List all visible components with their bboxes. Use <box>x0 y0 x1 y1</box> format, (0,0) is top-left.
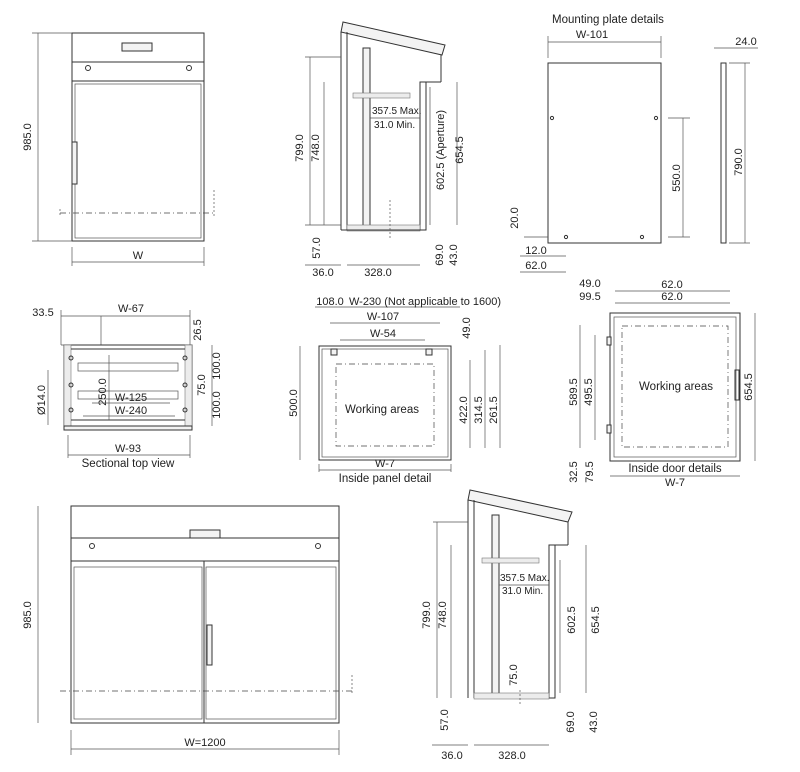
inside-door-details: 49.0 99.5 62.0 62.0 Working areas 589.5 … <box>568 278 756 489</box>
dim-24-label: 24.0 <box>735 36 756 48</box>
dim-328b-label: 328.0 <box>498 750 526 762</box>
dim-62b-label: 62.0 <box>661 291 682 303</box>
dim-985b-label: 985.0 <box>22 601 34 629</box>
dim-49-label: 49.0 <box>461 317 473 338</box>
dim-654b-label: 654.5 <box>743 373 755 401</box>
dim-799-label: 799.0 <box>294 134 306 162</box>
dim-500-label: 500.0 <box>288 389 300 417</box>
dim-26-label: 26.5 <box>192 319 204 340</box>
dim-33-label: 33.5 <box>32 307 53 319</box>
dim-748-label: 748.0 <box>310 134 322 162</box>
mounting-plate-title: Mounting plate details <box>552 14 664 26</box>
dim-602b-label: 602.5 <box>566 606 578 634</box>
dim-654c-label: 654.5 <box>590 606 602 634</box>
dim-w-label: W <box>133 250 144 262</box>
dim-100a-label: 100.0 <box>211 352 223 380</box>
dim-790-label: 790.0 <box>733 148 745 176</box>
dim-422-label: 422.0 <box>458 396 470 424</box>
dim-589-label: 589.5 <box>568 378 580 406</box>
dim-w93-label: W-93 <box>115 443 141 455</box>
working-areas-panel: Working areas <box>345 404 419 416</box>
dim-w107-label: W-107 <box>367 311 399 323</box>
dim-250-label: 250.0 <box>97 378 109 406</box>
dim-75-label: 75.0 <box>508 664 520 685</box>
inside-panel-detail: 108.0 W-230 (Not applicable to 1600) W-1… <box>288 296 501 485</box>
side-section-bottom: 799.0 748.0 357.5 Max. 31.0 Min. 602.5 6… <box>421 489 602 762</box>
dim-49b-label: 49.0 <box>579 278 600 290</box>
dim-79-label: 79.5 <box>584 461 596 482</box>
dim-748b-label: 748.0 <box>437 601 449 629</box>
dim-99-label: 99.5 <box>579 291 600 303</box>
dim-w7b-label: W-7 <box>665 477 685 489</box>
dim-w67-label: W-67 <box>118 303 144 315</box>
dim-495-label: 495.5 <box>583 378 595 406</box>
dim-69b-label: 69.0 <box>565 711 577 732</box>
mounting-plate-details: Mounting plate details W-101 550.0 24.0 … <box>509 14 758 273</box>
dim-550-label: 550.0 <box>671 164 683 192</box>
dim-w125-label: W-125 <box>115 392 147 404</box>
dim-57-label: 57.0 <box>311 237 323 258</box>
dim-108-label: 108.0 <box>316 296 344 308</box>
side-section-top: 799.0 748.0 357.5 Max. 31.0 Min. 602.5 (… <box>294 21 466 279</box>
front-view-top: 985.0 W <box>22 32 215 266</box>
dim-357b-label: 357.5 Max. <box>500 573 549 584</box>
aperture-label: 602.5 (Aperture) <box>435 110 447 190</box>
dim-20-label: 20.0 <box>509 207 521 228</box>
dim-62-label: 62.0 <box>525 260 546 272</box>
dim-w7a-label: W-7 <box>375 458 395 470</box>
inside-door-title: Inside door details <box>628 463 722 475</box>
dim-31-label: 31.0 Min. <box>374 120 415 131</box>
dim-w1200-label: W=1200 <box>184 737 225 749</box>
front-view-bottom: 985.0 W=1200 <box>22 505 353 755</box>
dim-261-label: 261.5 <box>488 396 500 424</box>
dim-31b-label: 31.0 Min. <box>502 586 543 597</box>
inside-panel-title: Inside panel detail <box>339 473 432 485</box>
dim-357-label: 357.5 Max. <box>372 106 421 117</box>
sectional-top-view: 33.5 W-67 26.5 Ø14.0 250.0 W-125 W-240 7… <box>32 303 223 470</box>
dim-w101-label: W-101 <box>576 29 608 41</box>
dim-62a-label: 62.0 <box>661 279 682 291</box>
dim-75-top-label: 75.0 <box>196 374 208 395</box>
dim-w54-label: W-54 <box>370 328 396 340</box>
dim-32-label: 32.5 <box>568 461 580 482</box>
working-areas-door: Working areas <box>639 381 713 393</box>
dim-36b-label: 36.0 <box>441 750 462 762</box>
dim-w240-label: W-240 <box>115 405 147 417</box>
dim-43-label: 43.0 <box>448 244 460 265</box>
dim-314-label: 314.5 <box>473 396 485 424</box>
dim-69-label: 69.0 <box>434 244 446 265</box>
dim-799b-label: 799.0 <box>421 601 433 629</box>
dim-985-label: 985.0 <box>22 123 34 151</box>
dim-654-label: 654.5 <box>454 136 466 164</box>
dim-14-label: Ø14.0 <box>36 385 48 415</box>
dim-328-label: 328.0 <box>364 267 392 279</box>
dim-36-label: 36.0 <box>312 267 333 279</box>
dim-43b-label: 43.0 <box>588 711 600 732</box>
dim-100b-label: 100.0 <box>211 391 223 419</box>
sectional-top-title: Sectional top view <box>82 458 175 470</box>
dim-57b-label: 57.0 <box>439 709 451 730</box>
dim-12-label: 12.0 <box>525 245 546 257</box>
dim-w230-label: W-230 (Not applicable to 1600) <box>349 296 501 308</box>
